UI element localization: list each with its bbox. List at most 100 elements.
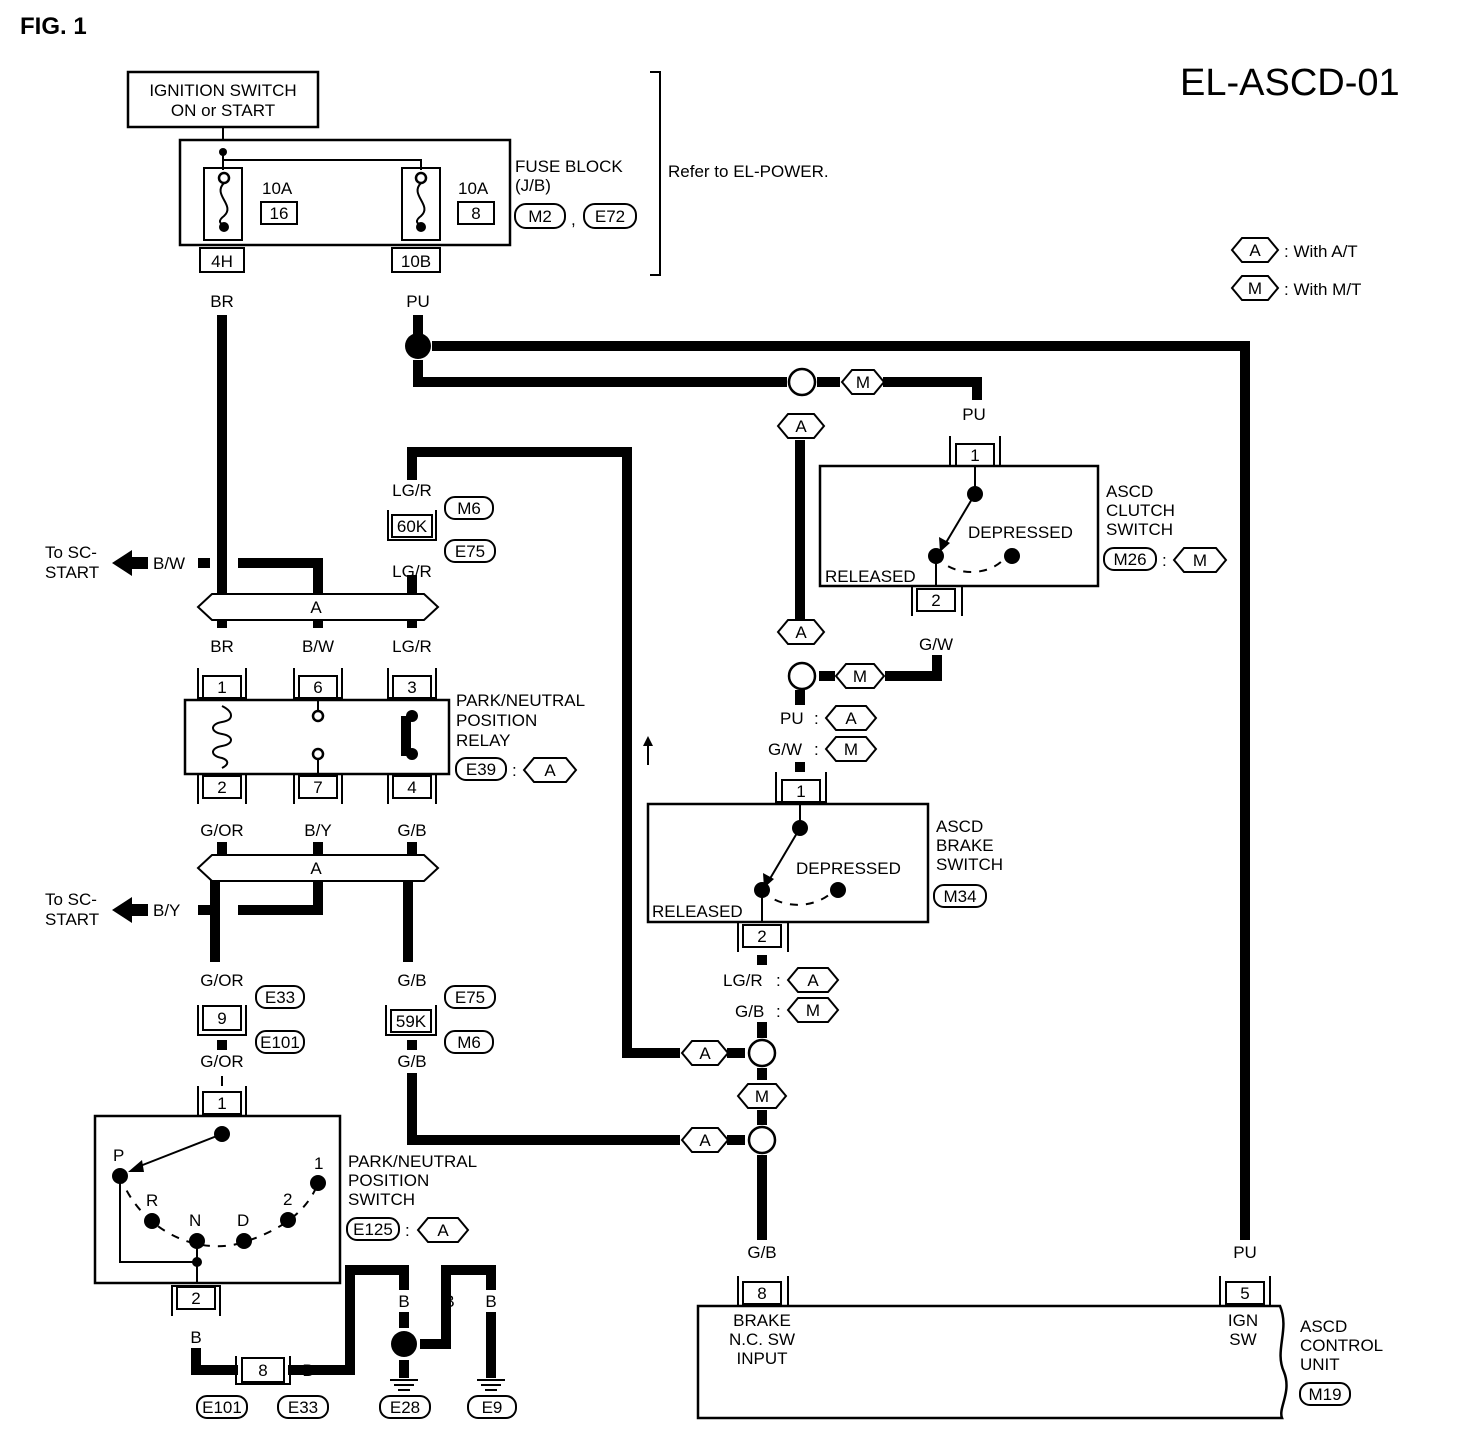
clutch-variant-tag (1172, 547, 1228, 573)
wire-pu-branch (413, 360, 787, 387)
connector-8-housing (235, 1356, 291, 1385)
connector-m6-a-label: M6 (457, 499, 481, 518)
unit-left-2: N.C. SW (729, 1330, 795, 1349)
arrow-sc-start-2 (112, 897, 148, 923)
park-neutral-switch: 1 P R N D 2 1 2 PARK/NEUTRAL POSITION SW… (93, 1076, 477, 1316)
relay-name-1: PARK/NEUTRAL (456, 691, 585, 710)
wire-label-b-joint: B (302, 1361, 313, 1380)
connector-e101-a-label: E101 (260, 1033, 300, 1052)
junction-bottom-2 (747, 1125, 777, 1155)
wire-label-bw-start: B/W (153, 554, 185, 573)
joint-connector-a-bottom-label: A (310, 859, 322, 878)
pn-switch-node (192, 1257, 202, 1267)
joint-connector-a-bottom (196, 854, 440, 882)
pn-switch-pin-1 (202, 1091, 242, 1115)
wire-lgr-loop (407, 447, 680, 1058)
connector-m19-label: M19 (1308, 1385, 1341, 1404)
ground-e28 (390, 1379, 418, 1391)
brake-arm (767, 827, 801, 883)
wire-pu-main (432, 341, 1250, 1240)
clutch-pin-1-label: 1 (970, 446, 979, 465)
relay-pin-6 (298, 675, 338, 699)
ascd-control-unit: 8 5 BRAKE N.C. SW INPUT IGN SW ASCD CONT… (696, 1276, 1383, 1420)
relay-pin-7 (298, 775, 338, 799)
pn-switch-p-link (119, 1176, 197, 1263)
legend-code-a: A (1249, 241, 1261, 260)
connector-e72 (583, 203, 637, 229)
pn-switch-name-1: PARK/NEUTRAL (348, 1152, 477, 1171)
wire-label-bw-relay: B/W (302, 637, 334, 656)
wire-b-joint (288, 1265, 409, 1375)
unit-name-1: ASCD (1300, 1317, 1347, 1336)
connector-e75-a-label: E75 (455, 542, 485, 561)
wire-label-pu-top: PU (406, 292, 430, 311)
relay-contact-6 (311, 709, 325, 723)
fuse-right-bottom-terminal (416, 222, 426, 232)
brake-arc (761, 889, 831, 906)
fuse-block-box (178, 138, 512, 247)
pn-switch-arc (119, 1175, 319, 1248)
arrow-sc-start-1 (112, 550, 148, 576)
tag-m-top (840, 369, 886, 395)
tag-m-gb-label: M (806, 1001, 820, 1020)
pn-label-p: P (113, 1146, 124, 1165)
unit-name-3: UNIT (1300, 1355, 1340, 1374)
connector-e33-a-label: E33 (265, 988, 295, 1007)
pn-switch-arm-head (128, 1160, 144, 1172)
clutch-name-2: CLUTCH (1106, 501, 1175, 520)
connector-m26 (1103, 547, 1157, 571)
wire-b-loop (420, 1265, 496, 1349)
joint-connector-a-top (196, 593, 440, 621)
wire-label-by-start: B/Y (153, 901, 180, 920)
unit-body (696, 1304, 1288, 1420)
brake-name-1: ASCD (936, 817, 983, 836)
joint-connector-a-top-label: A (310, 598, 322, 617)
relay-coil (212, 705, 232, 769)
relay-pin-3 (392, 675, 432, 699)
fuse-right-body (401, 167, 441, 241)
wire-label-gb-relay: G/B (397, 821, 426, 840)
clutch-name-1: ASCD (1106, 482, 1153, 501)
wire-label-lgr-1: LG/R (392, 481, 432, 500)
brake-pin2-housing (737, 921, 789, 952)
pn-label-d: D (237, 1211, 249, 1230)
relay-pin2-housing (197, 773, 247, 804)
tag-m-bot-label: M (755, 1087, 769, 1106)
legend: A : With A/T M : With M/T (1230, 237, 1361, 301)
power-bracket (650, 71, 661, 276)
ascd-brake-switch: 1 DEPRESSED RELEASED 2 ASCD BRAKE SWITCH… (646, 772, 1003, 952)
fuse-left-rating: 10A (262, 179, 293, 198)
clutch-pin-2 (916, 588, 956, 612)
connector-m6-a (444, 496, 494, 520)
junction-top (787, 367, 817, 397)
relay-pin-1-label: 1 (217, 678, 226, 697)
fuse-block-name: FUSE BLOCK (515, 157, 623, 176)
clutch-pin-2-label: 2 (931, 591, 940, 610)
wire-label-by-relay: B/Y (304, 821, 331, 840)
wire-pu-clutch (883, 377, 982, 400)
connector-e33-a (255, 985, 305, 1009)
connector-e101-b-label: E101 (202, 1398, 242, 1417)
sc-start-2-line2: START (45, 910, 99, 929)
clutch-name-3: SWITCH (1106, 520, 1173, 539)
fuse-right-number-box (457, 201, 495, 225)
connector-m6-b-label: M6 (457, 1033, 481, 1052)
relay-pin-4-label: 4 (407, 778, 416, 797)
fuse-right-number: 8 (471, 204, 480, 223)
clutch-released-label: RELEASED (825, 567, 916, 586)
ignition-switch: IGNITION SWITCH ON or START (126, 70, 320, 129)
unit-right-1: IGN (1228, 1311, 1258, 1330)
wire-label-gb-2: G/B (397, 1052, 426, 1071)
connector-e9-label: E9 (482, 1398, 503, 1417)
relay-contact-7 (311, 747, 325, 761)
relay-contact-3 (406, 710, 418, 722)
connector-8 (241, 1357, 285, 1383)
wire-label-br-top: BR (210, 292, 234, 311)
pn-switch-pin-2 (176, 1286, 216, 1310)
terminal-10b-label: 10B (401, 252, 431, 271)
connector-59k (390, 1009, 432, 1033)
connector-e72-label: E72 (595, 207, 625, 226)
sep-pu-a: : (814, 709, 819, 728)
tag-a-pu (824, 705, 878, 731)
ignition-switch-box (126, 70, 320, 129)
